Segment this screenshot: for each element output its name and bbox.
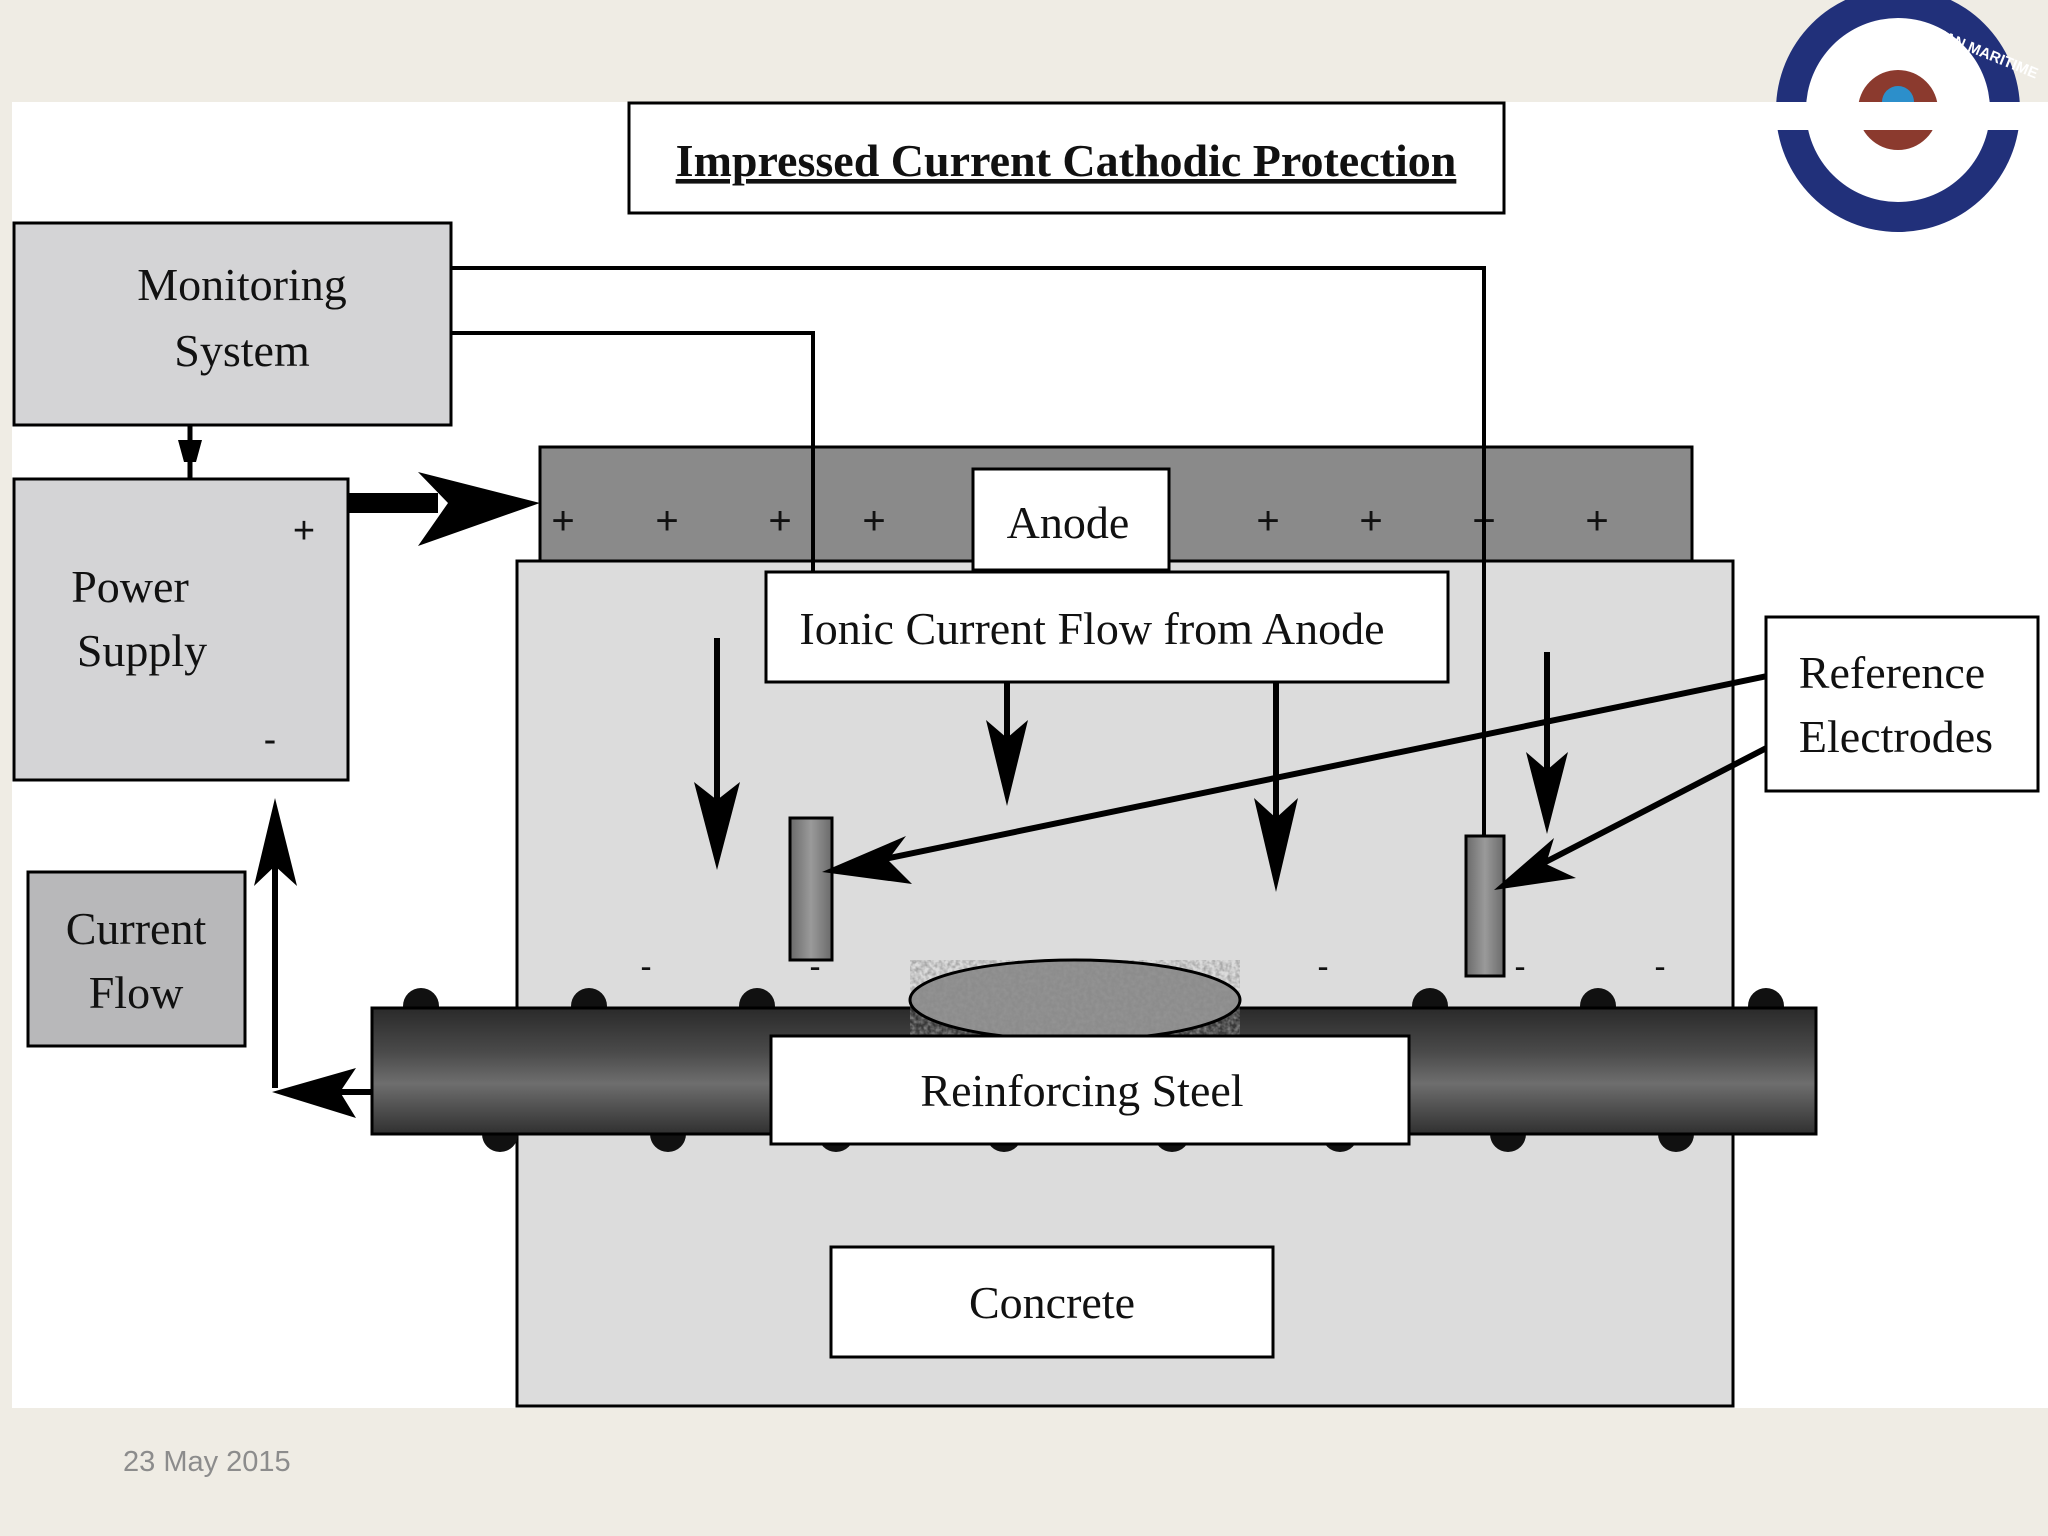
- anode-plus-signs: + + + + + + + +: [551, 499, 1608, 543]
- university-seal-icon: INDIAN MARITIME: [1770, 0, 2048, 232]
- ionic-flow-label: Ionic Current Flow from Anode: [799, 603, 1384, 654]
- anode-plus-sign: +: [1359, 499, 1382, 543]
- reference-electrodes-label-line2: Electrodes: [1799, 711, 1993, 762]
- anode-plus-sign: +: [551, 499, 574, 543]
- power-supply-label-line2: Supply: [77, 625, 207, 676]
- power-supply-box: [12, 477, 350, 782]
- corrosion-spot: [908, 958, 1242, 1042]
- reinforcing-steel-label: Reinforcing Steel: [920, 1065, 1243, 1116]
- reference-electrode-pointers: [822, 670, 1784, 890]
- return-current-arrows: [254, 798, 372, 1118]
- concrete-label: Concrete: [969, 1277, 1135, 1328]
- steel-minus-sign: -: [640, 948, 651, 986]
- ionic-flow-label-box: [764, 570, 1450, 684]
- current-flow-box: [26, 870, 247, 1048]
- reference-electrode-left: [788, 816, 834, 962]
- monitoring-power-connector: [178, 425, 202, 479]
- footer-date: 23 May 2015: [123, 1446, 291, 1478]
- steel-minus-sign: -: [809, 948, 820, 986]
- ionic-current-arrows: [694, 638, 1568, 892]
- steel-minus-signs: - - - - -: [640, 948, 1665, 986]
- steel-minus-sign: -: [1654, 948, 1665, 986]
- monitoring-system-label-line1: Monitoring: [137, 259, 347, 310]
- anode-plus-sign: +: [768, 499, 791, 543]
- wires-through-anode: [811, 447, 1486, 836]
- concrete-label-box: [829, 1245, 1275, 1359]
- diagram-title: Impressed Current Cathodic Protection: [676, 135, 1457, 186]
- anode-plus-sign: +: [1256, 499, 1279, 543]
- anode-label-box: [971, 467, 1171, 572]
- reference-electrodes-label-box: [1764, 615, 2040, 793]
- title-box: [627, 101, 1506, 215]
- reference-electrodes-label-line1: Reference: [1799, 647, 1985, 698]
- power-supply-positive-terminal: +: [293, 510, 315, 552]
- power-to-anode-arrow: [348, 472, 540, 546]
- steel-minus-sign: -: [1514, 948, 1525, 986]
- anode-plus-sign: +: [862, 499, 885, 543]
- power-supply-label-line1: Power: [71, 561, 189, 612]
- anode-plus-sign: +: [1585, 499, 1608, 543]
- anode-label: Anode: [1007, 497, 1130, 548]
- monitoring-system-label-line2: System: [174, 325, 310, 376]
- anode-plus-sign: +: [655, 499, 678, 543]
- current-flow-label-line2: Flow: [89, 967, 184, 1018]
- current-flow-label-line1: Current: [66, 903, 207, 954]
- reference-electrode-right: [1464, 834, 1506, 978]
- monitoring-system-box: [12, 221, 453, 427]
- steel-minus-sign: -: [1317, 948, 1328, 986]
- power-supply-negative-terminal: -: [264, 719, 277, 761]
- reinforcing-steel-label-box: [769, 1034, 1411, 1146]
